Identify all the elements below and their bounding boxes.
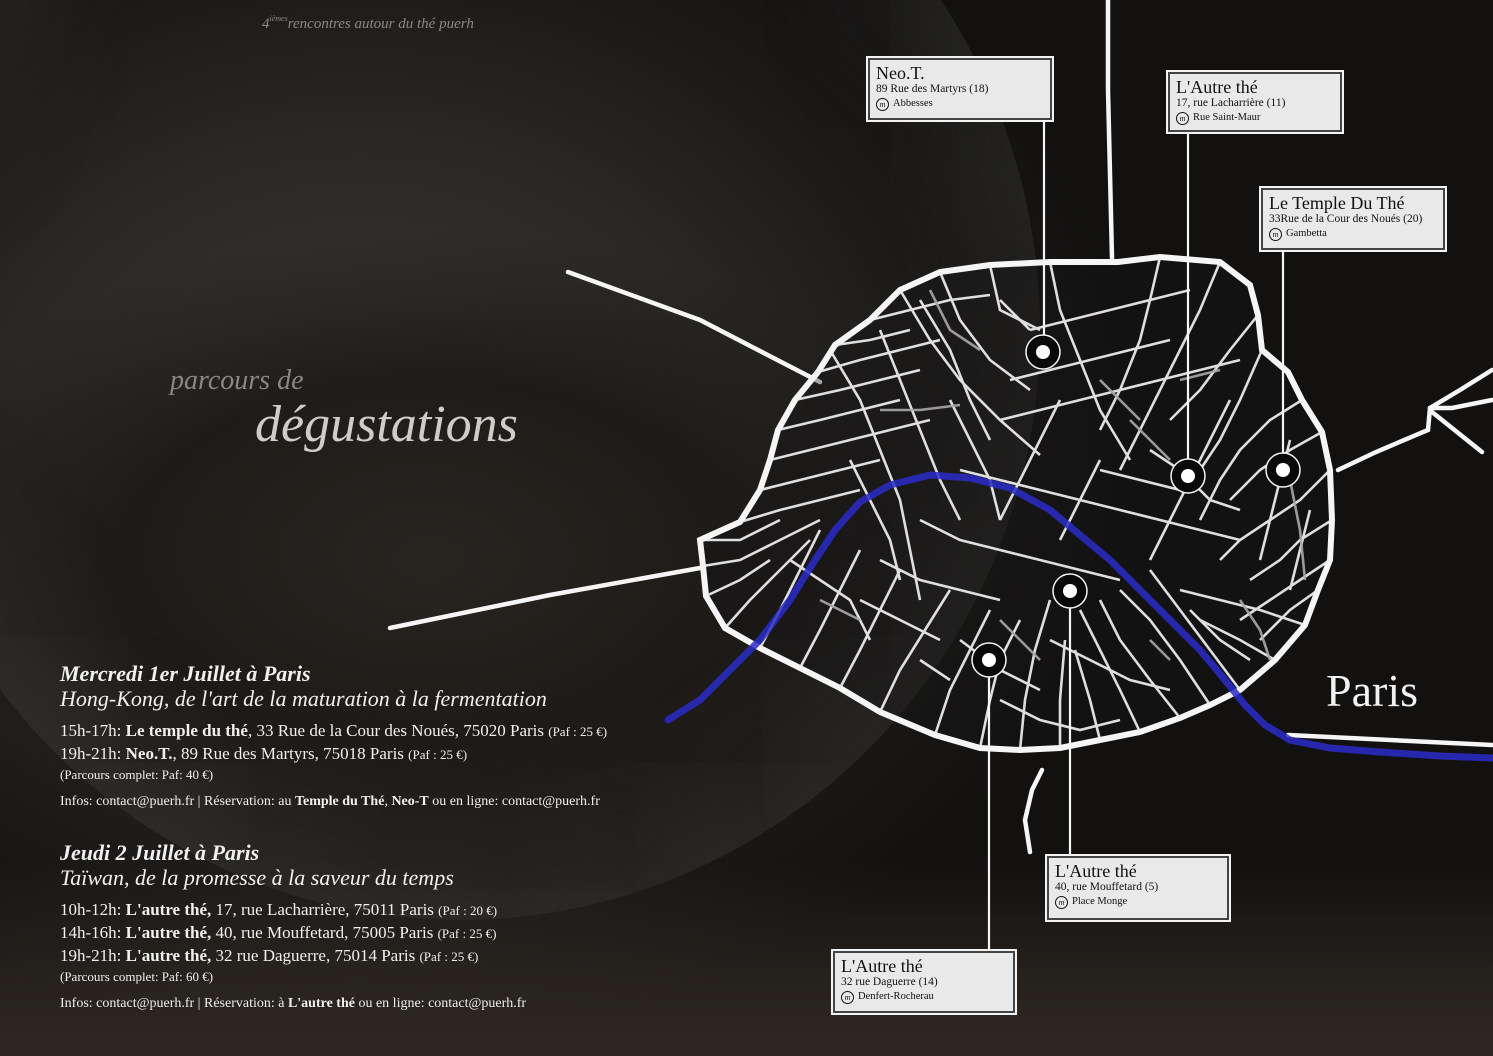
day1-session: 15h-17h: Le temple du thé, 33 Rue de la … [60, 721, 608, 740]
location-name: L'Autre thé [1055, 861, 1137, 881]
seine-river [664, 471, 1493, 762]
outer-roads [387, 0, 1493, 855]
table-surface [0, 860, 1493, 1056]
day2-info: Infos: contact@puerh.fr | Réservation: à… [60, 996, 527, 1011]
location-box-temple: Le Temple Du Thé 33Rue de la Cour des No… [1261, 188, 1445, 250]
day2-session: 10h-12h: L'autre thé, 17, rue Lacharrièr… [60, 900, 498, 919]
location-address: 17, rue Lacharrière (11) [1176, 97, 1286, 109]
title-line-2: dégustations [255, 396, 518, 453]
day2-section: Jeudi 2 Juillet à Paris Taïwan, de la pr… [60, 841, 820, 1013]
metro-icon: m [1269, 227, 1282, 241]
metro-icon: m [1176, 111, 1189, 125]
location-markers [971, 334, 1301, 678]
marker-mouffetard [1052, 573, 1088, 609]
location-name: L'Autre thé [841, 956, 923, 976]
location-address: 89 Rue des Martyrs (18) [876, 83, 989, 95]
location-address: 33Rue de la Cour des Noués (20) [1269, 213, 1423, 225]
metro-icon: m [1055, 895, 1068, 909]
day2-title: Jeudi 2 Juillet à Paris [60, 840, 260, 865]
edition-note: 4ièmesrencontres autour du thé puerh [262, 14, 474, 32]
day1-section: Mercredi 1er Juillet à Paris Hong-Kong, … [60, 662, 820, 811]
street-network [700, 256, 1333, 751]
location-name: Le Temple Du Thé [1269, 193, 1405, 213]
location-name: Neo.T. [876, 63, 925, 83]
title-line-1: parcours de [170, 365, 304, 396]
metro-icon: m [876, 97, 889, 111]
day1-theme: Hong-Kong, de l'art de la maturation à l… [60, 686, 547, 711]
marker-temple [1265, 452, 1301, 488]
leader-lines [987, 118, 1285, 950]
city-label: Paris [1326, 665, 1418, 716]
location-name: L'Autre thé [1176, 77, 1258, 97]
marker-lacharriere [1170, 458, 1206, 494]
day1-session: 19h-21h: Neo.T., 89 Rue des Martyrs, 750… [60, 744, 468, 763]
location-address: 40, rue Mouffetard (5) [1055, 881, 1159, 893]
day2-session: 19h-21h: L'autre thé, 32 rue Daguerre, 7… [60, 946, 479, 965]
day2-complete-price: (Parcours complet: Paf: 60 €) [60, 969, 214, 984]
metro-icon: m [841, 990, 854, 1004]
location-address: 32 rue Daguerre (14) [841, 976, 938, 988]
marker-neo-t [1025, 334, 1061, 370]
day2-theme: Taïwan, de la promesse à la saveur du te… [60, 865, 454, 890]
day1-complete-price: (Parcours complet: Paf: 40 €) [60, 767, 214, 782]
day1-info: Infos: contact@puerh.fr | Réservation: a… [60, 794, 600, 809]
marker-daguerre [971, 642, 1007, 678]
day2-session: 14h-16h: L'autre thé, 40, rue Mouffetard… [60, 923, 497, 942]
secondary-streets [819, 289, 1307, 661]
day1-title: Mercredi 1er Juillet à Paris [60, 661, 311, 686]
